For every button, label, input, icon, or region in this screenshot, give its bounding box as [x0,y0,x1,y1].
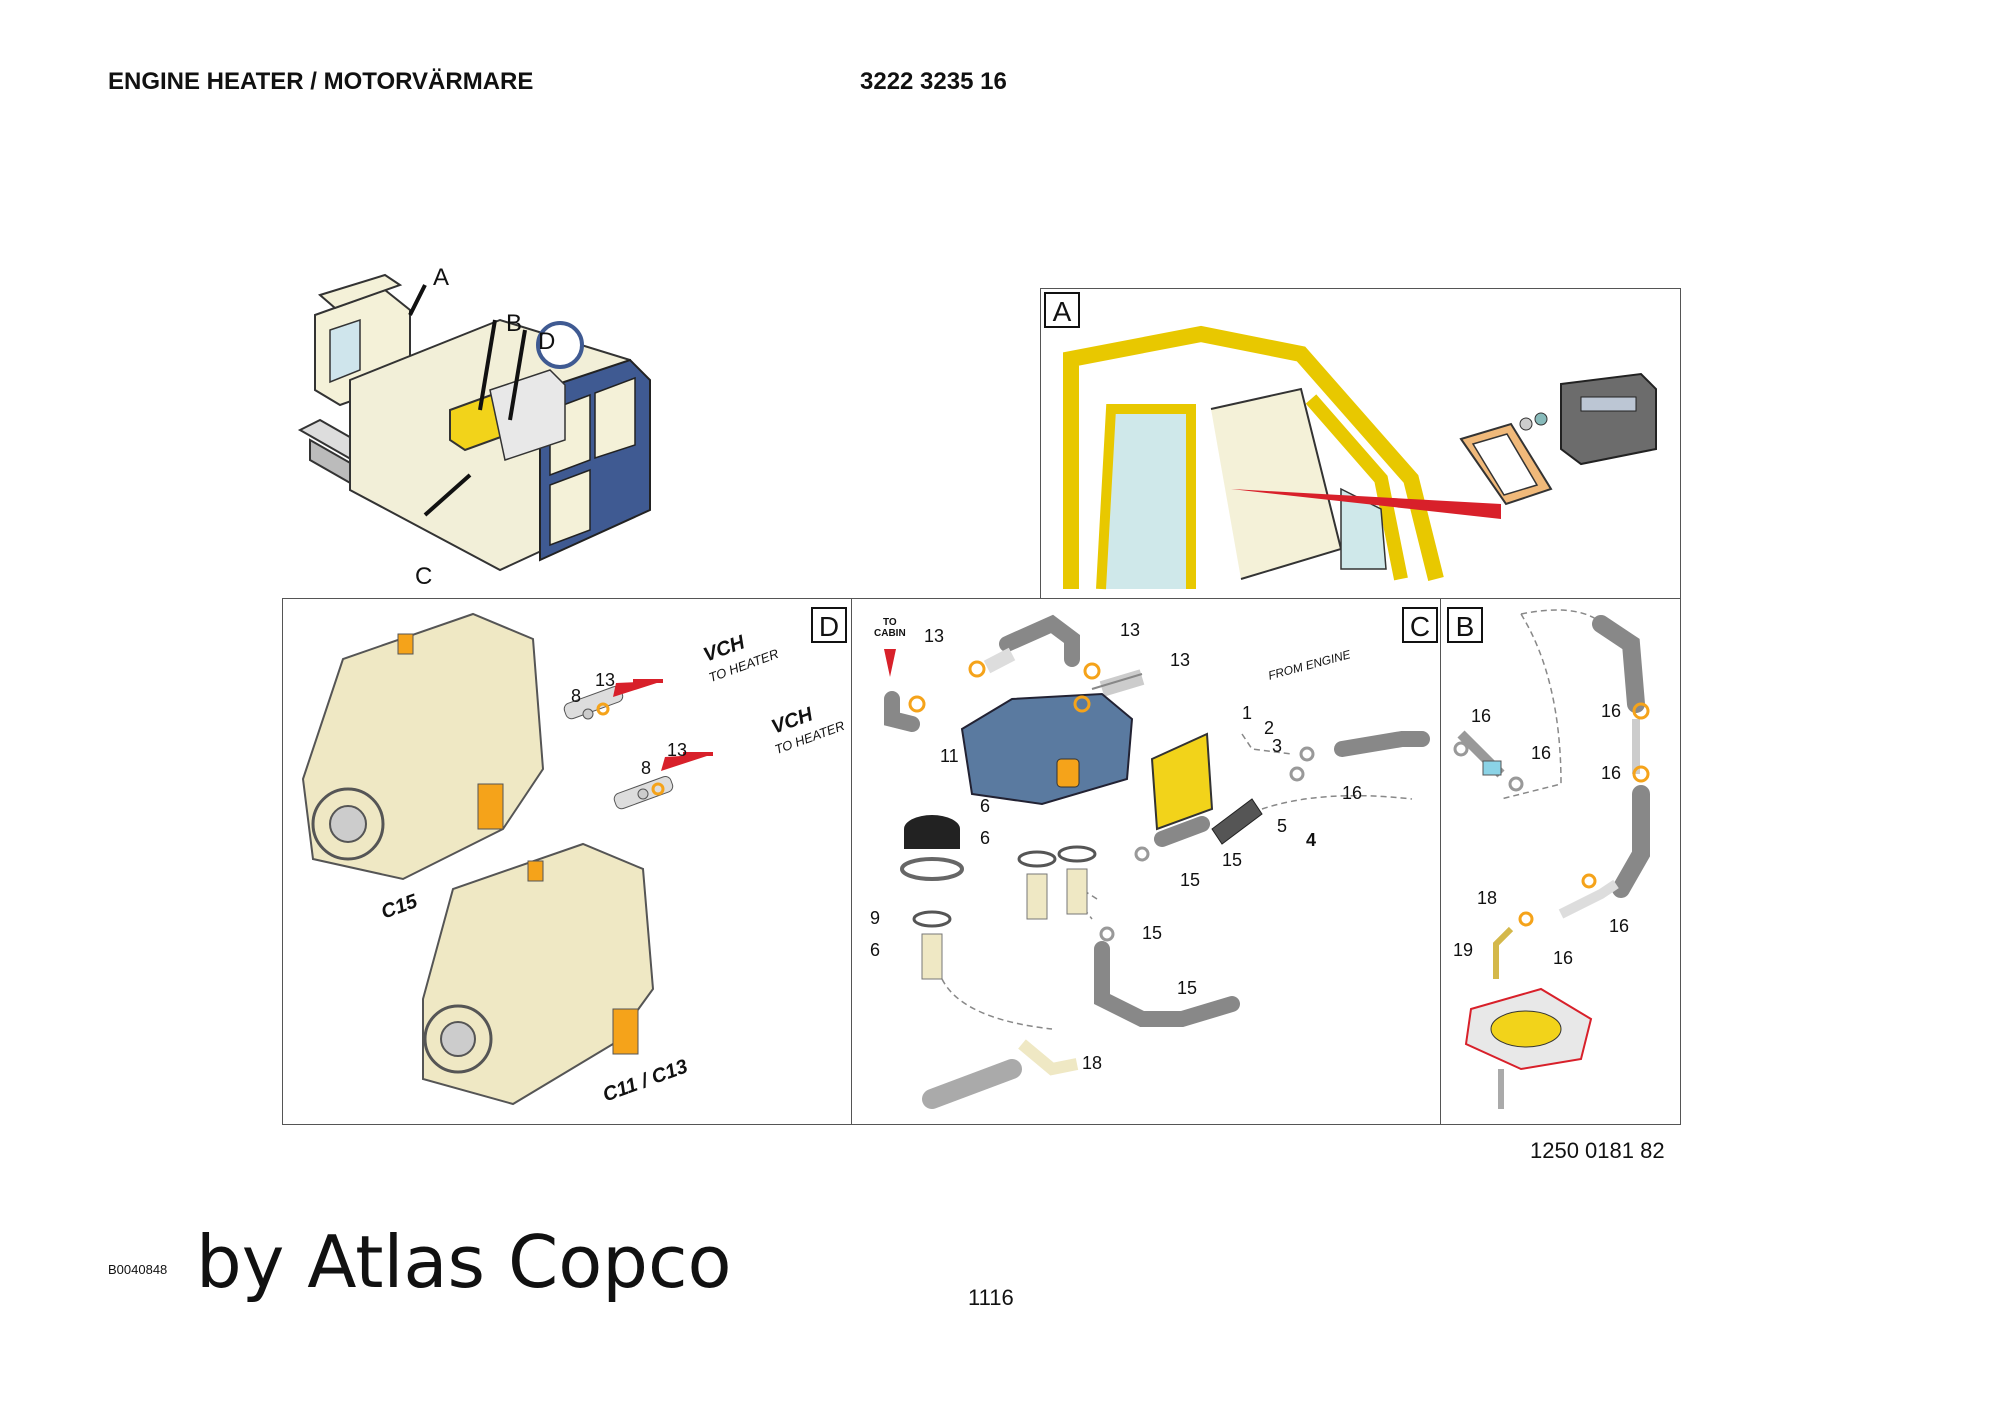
panel-b-callout-16c: 16 [1531,743,1552,763]
panel-c-callout-15b: 15 [1180,870,1201,890]
panel-c-callout-18: 18 [1082,1053,1103,1073]
overview-label-c: C [415,563,433,590]
panel-b-callout-16b: 16 [1601,701,1622,721]
panel-c-callout-6c: 6 [870,940,881,960]
panel-c-tag: C [1402,607,1438,643]
page-title: ENGINE HEATER / MOTORVÄRMARE [108,68,534,95]
panel-b-callout-16f: 16 [1553,948,1574,968]
panel-c-callout-2: 2 [1264,718,1275,738]
drawing-number: 1250 0181 82 [1530,1138,1665,1163]
panel-b-callout-16a: 16 [1471,706,1492,726]
doc-code: B0040848 [108,1262,168,1277]
panel-d: D 8 13 8 13 VCH TO HEATER VCH TO HEATER … [282,598,852,1125]
panel-c-callout-6b: 6 [980,828,991,848]
part-number: 3222 3235 16 [860,68,1007,95]
panel-c-callout-3: 3 [1272,736,1283,756]
to-cabin-label-1: TO [882,617,897,628]
overview-label-a: A [433,264,450,291]
to-cabin-label-2: CABIN [874,628,906,639]
panel-d-tag: D [811,607,847,643]
panel-c-callout-6a: 6 [980,796,991,816]
panel-a: A [1040,288,1681,600]
watermark: by Atlas Copco [196,1220,732,1304]
panel-b-callout-16d: 16 [1601,763,1622,783]
panel-c-callout-11: 11 [940,746,959,766]
heater-exploded-view [884,614,1430,1109]
panel-b-callout-18: 18 [1477,888,1498,908]
panel-b-tag: B [1447,607,1483,643]
panel-d-callout-8a: 8 [571,686,582,706]
panel-c-callout-4: 4 [1306,830,1317,850]
engine-illustrations [301,612,713,1106]
panel-b-callout-16e: 16 [1609,916,1630,936]
panel-c-callout-9: 9 [870,908,881,928]
panel-d-callout-13b: 13 [667,740,688,760]
excavator-illustration [297,273,651,572]
overview-label-b: B [506,310,523,337]
panel-c-callout-5: 5 [1277,816,1288,836]
to-cabin-label: TO CABIN [874,617,906,639]
overview-label-d: D [538,328,556,355]
coolant-connection-illustration [1453,609,1650,1109]
panel-a-tag: A [1044,292,1080,328]
machine-overview: A B D C [290,266,690,600]
panel-c: C [851,598,1441,1125]
panel-c-callout-13a: 13 [924,626,945,646]
panel-c-callout-15d: 15 [1177,978,1198,998]
panel-c-callout-13c: 13 [1170,650,1191,670]
panel-c-callout-1: 1 [1242,703,1253,723]
panel-b: B 16 16 16 16 18 16 19 16 [1440,598,1681,1125]
panel-c-callout-16: 16 [1342,783,1363,803]
panel-d-callout-8b: 8 [641,758,652,778]
panel-c-callout-13b: 13 [1120,620,1141,640]
cab-illustration [1063,325,1657,590]
page-number: 1116 [968,1285,1014,1310]
panel-d-callout-13a: 13 [595,670,616,690]
panel-b-callout-19: 19 [1453,940,1474,960]
panel-c-callout-15c: 15 [1142,923,1163,943]
panel-c-callout-15a: 15 [1222,850,1243,870]
